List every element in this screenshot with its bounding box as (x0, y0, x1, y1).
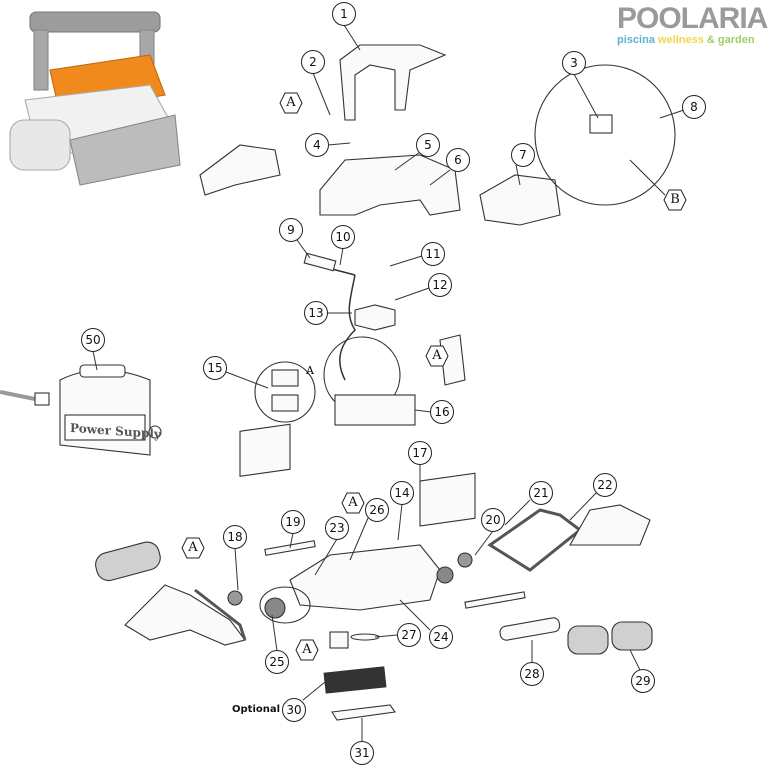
part-handle (339, 44, 447, 121)
callout-30[interactable]: 30 (282, 698, 306, 722)
callout-7[interactable]: 7 (511, 143, 535, 167)
callout-1[interactable]: 1 (332, 2, 356, 26)
part-filter-right (419, 472, 476, 527)
callout-19[interactable]: 19 (281, 510, 305, 534)
hexagon-icon (425, 345, 449, 367)
hexagon-icon (279, 92, 303, 114)
callout-25[interactable]: 25 (265, 650, 289, 674)
detail-mark-a-text: A (432, 348, 442, 363)
part-brush-tube (499, 617, 561, 641)
tagline-wellness: wellness (657, 34, 704, 46)
detail-circle-connector (254, 361, 316, 423)
callout-17[interactable]: 17 (408, 441, 432, 465)
detail-mark-a-chassis[interactable]: A (341, 492, 365, 514)
part-side-cover-left (199, 144, 281, 196)
hexagon-icon (181, 537, 205, 559)
detail-ellipse-gear (259, 586, 311, 624)
leader-lines (92, 24, 685, 742)
callout-23[interactable]: 23 (325, 516, 349, 540)
detail-mark-a-text: A (286, 95, 296, 110)
callout-13[interactable]: 13 (304, 301, 328, 325)
part-side-cover-right (479, 174, 561, 226)
tagline-garden: & garden (706, 34, 755, 46)
robot-photo (9, 11, 181, 186)
callout-4[interactable]: 4 (305, 133, 329, 157)
callout-29[interactable]: 29 (631, 669, 655, 693)
callout-11[interactable]: 11 (421, 242, 445, 266)
callout-21[interactable]: 21 (529, 481, 553, 505)
part-optional-brush (323, 666, 387, 694)
part-brush-roller (567, 625, 609, 655)
callout-2[interactable]: 2 (301, 50, 325, 74)
detail-mark-a-motor[interactable]: A (425, 345, 449, 367)
part-chassis (289, 544, 441, 611)
callout-10[interactable]: 10 (331, 225, 355, 249)
callout-18[interactable]: 18 (223, 525, 247, 549)
detail-mark-a-track[interactable]: A (181, 537, 205, 559)
part-side-plate-right (569, 504, 651, 546)
detail-mark-a-text: A (188, 540, 198, 555)
optional-label: Optional (232, 704, 281, 715)
callout-50[interactable]: 50 (81, 328, 105, 352)
callout-31[interactable]: 31 (350, 741, 374, 765)
detail-mark-a-text: A (348, 495, 358, 510)
detail-mark-a-gear[interactable]: A (295, 639, 319, 661)
callout-15[interactable]: 15 (203, 356, 227, 380)
detail-mark-a-text: A (302, 642, 312, 657)
callout-24[interactable]: 24 (429, 625, 453, 649)
detail-circle-top (534, 64, 676, 206)
detail-mark-b[interactable]: B (663, 189, 687, 211)
callout-26[interactable]: 26 (365, 498, 389, 522)
part-motor-block (334, 394, 416, 426)
callout-16[interactable]: 16 (430, 400, 454, 424)
callout-8[interactable]: 8 (682, 95, 706, 119)
callout-5[interactable]: 5 (416, 133, 440, 157)
part-brush-left (95, 541, 161, 582)
callout-28[interactable]: 28 (520, 662, 544, 686)
part-filter-left (239, 423, 291, 477)
callout-12[interactable]: 12 (428, 273, 452, 297)
part-track-right (487, 508, 583, 572)
callout-27[interactable]: 27 (397, 623, 421, 647)
poolaria-logo: POOLARIA piscina wellness & garden (617, 2, 768, 47)
logo-tagline: piscina wellness & garden (617, 34, 767, 46)
hexagon-icon (341, 492, 365, 514)
logo-text: POOLARIA (617, 2, 768, 35)
part-bottom-plate (331, 704, 396, 721)
callout-14[interactable]: 14 (390, 481, 414, 505)
detail-mark-a-top[interactable]: A (279, 92, 303, 114)
hexagon-icon (295, 639, 319, 661)
detail-mark-b-text: B (670, 192, 680, 207)
callout-22[interactable]: 22 (593, 473, 617, 497)
part-top-cover (319, 154, 461, 216)
callout-9[interactable]: 9 (279, 218, 303, 242)
hexagon-icon (663, 189, 687, 211)
callout-20[interactable]: 20 (481, 508, 505, 532)
callout-3[interactable]: 3 (562, 51, 586, 75)
callout-6[interactable]: 6 (446, 148, 470, 172)
power-supply-drawing (0, 364, 162, 456)
tagline-piscina: piscina (617, 34, 655, 46)
detail-letter-a: A (306, 364, 314, 377)
